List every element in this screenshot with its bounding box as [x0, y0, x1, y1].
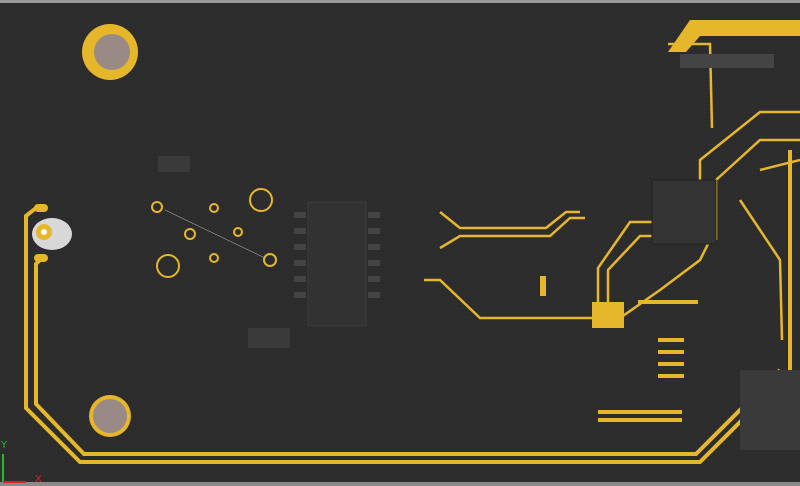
- pad-rows: [540, 276, 698, 422]
- mounting-hole-top-left: [82, 24, 138, 80]
- mounting-hole-bottom-left: [89, 395, 131, 437]
- x-axis-label: X: [35, 474, 42, 485]
- y-axis-label: Y: [1, 440, 8, 451]
- board-edge-bottom: [0, 482, 800, 486]
- board-edge-top: [0, 0, 800, 3]
- top-right-connector: [668, 20, 800, 68]
- ic-soic: [294, 201, 380, 327]
- ic-qfp: [651, 179, 717, 245]
- connector-left: [32, 204, 72, 262]
- axis-gizmo: [2, 454, 26, 483]
- through-hole-pads: [151, 188, 277, 278]
- via-array: [592, 302, 624, 328]
